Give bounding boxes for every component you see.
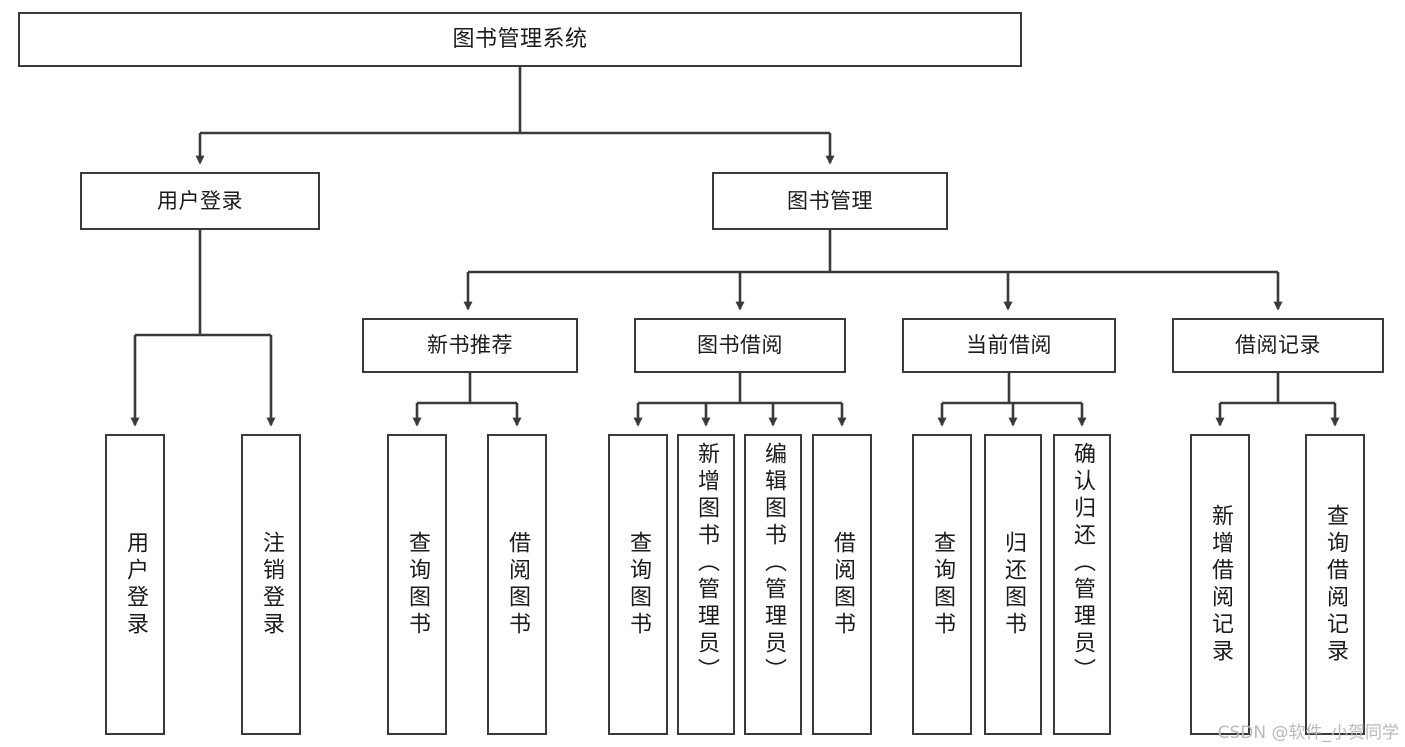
node-leaf-rec-query-book[interactable]: 查询图书 <box>387 434 447 735</box>
node-leaf-bb-query-book[interactable]: 查询图书 <box>608 434 668 735</box>
node-book-borrow[interactable]: 图书借阅 <box>634 318 846 373</box>
node-leaf-bb-query-book-label: 查询图书 <box>626 530 651 639</box>
node-book-manage[interactable]: 图书管理 <box>712 172 948 230</box>
node-root[interactable]: 图书管理系统 <box>18 12 1022 67</box>
node-leaf-bb-borrow-book[interactable]: 借阅图书 <box>812 434 872 735</box>
node-new-book-rec-label: 新书推荐 <box>427 333 513 358</box>
node-borrow-record-label: 借阅记录 <box>1235 333 1321 358</box>
node-leaf-user-login[interactable]: 用户登录 <box>105 434 165 735</box>
node-leaf-cb-query-book-label: 查询图书 <box>930 530 955 639</box>
node-current-borrow[interactable]: 当前借阅 <box>902 318 1116 373</box>
node-leaf-cb-query-book[interactable]: 查询图书 <box>912 434 972 735</box>
node-leaf-bb-add-book-label: 新增图书（管理员） <box>694 442 719 685</box>
node-book-manage-label: 图书管理 <box>787 188 873 213</box>
node-leaf-br-query-record[interactable]: 查询借阅记录 <box>1305 434 1365 735</box>
node-leaf-br-add-record[interactable]: 新增借阅记录 <box>1190 434 1250 735</box>
node-leaf-cb-confirm-return-label: 确认归还（管理员） <box>1070 442 1095 685</box>
node-current-borrow-label: 当前借阅 <box>966 333 1052 358</box>
node-leaf-bb-add-book[interactable]: 新增图书（管理员） <box>677 434 735 735</box>
node-borrow-record[interactable]: 借阅记录 <box>1172 318 1384 373</box>
csdn-watermark: CSDN @软件_小贺同学 <box>1217 723 1399 743</box>
node-leaf-bb-edit-book-label: 编辑图书（管理员） <box>761 442 786 685</box>
node-leaf-cb-return-book-label: 归还图书 <box>1001 530 1026 639</box>
node-user-login[interactable]: 用户登录 <box>80 172 320 230</box>
node-leaf-br-query-record-label: 查询借阅记录 <box>1323 503 1348 666</box>
node-leaf-rec-borrow-book[interactable]: 借阅图书 <box>487 434 547 735</box>
node-leaf-user-login-label: 用户登录 <box>123 530 148 639</box>
node-leaf-bb-borrow-book-label: 借阅图书 <box>830 530 855 639</box>
node-book-borrow-label: 图书借阅 <box>697 333 783 358</box>
node-leaf-cb-confirm-return[interactable]: 确认归还（管理员） <box>1053 434 1111 735</box>
node-leaf-cb-return-book[interactable]: 归还图书 <box>984 434 1042 735</box>
node-leaf-logout[interactable]: 注销登录 <box>241 434 301 735</box>
node-user-login-label: 用户登录 <box>157 188 243 213</box>
node-root-label: 图书管理系统 <box>452 26 588 52</box>
node-new-book-rec[interactable]: 新书推荐 <box>362 318 578 373</box>
node-leaf-br-add-record-label: 新增借阅记录 <box>1208 503 1233 666</box>
node-leaf-rec-query-book-label: 查询图书 <box>405 530 430 639</box>
node-leaf-logout-label: 注销登录 <box>259 530 284 639</box>
node-leaf-rec-borrow-book-label: 借阅图书 <box>505 530 530 639</box>
node-leaf-bb-edit-book[interactable]: 编辑图书（管理员） <box>744 434 802 735</box>
